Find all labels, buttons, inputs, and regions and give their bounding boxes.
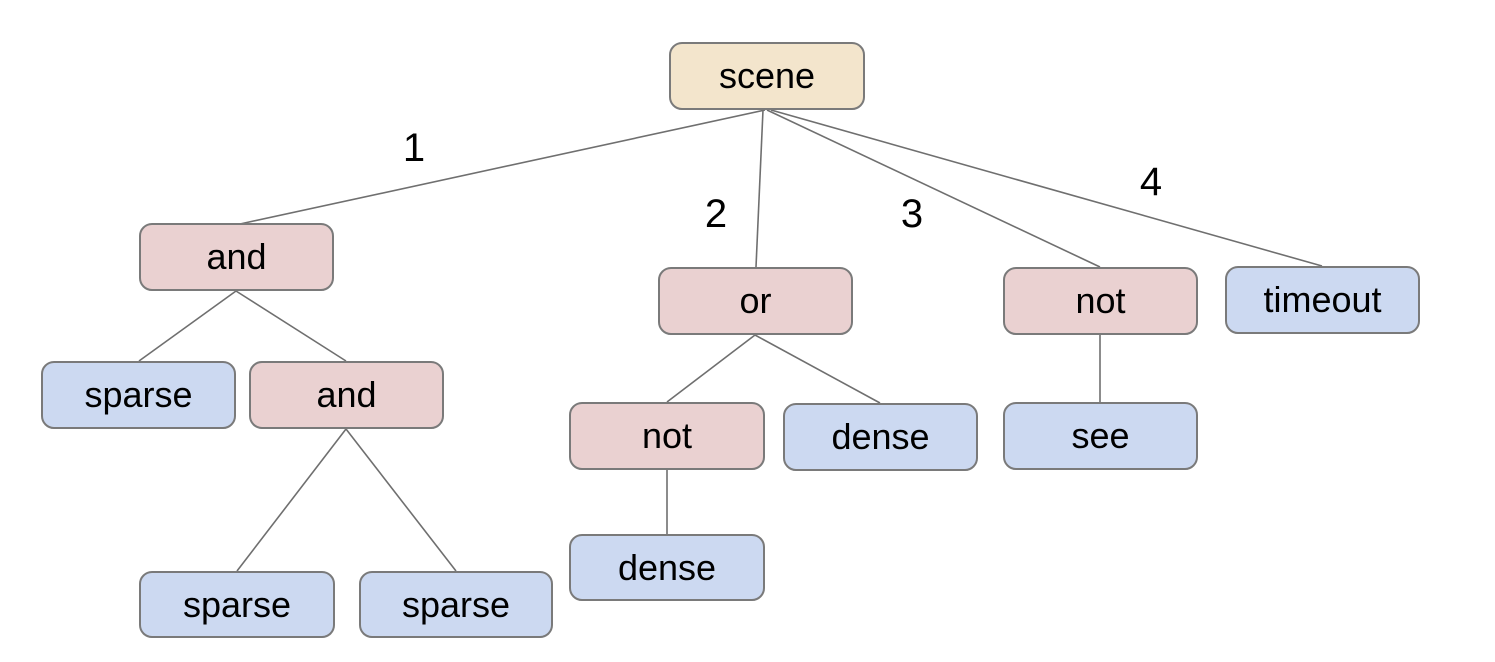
- node-not-2-label: not: [641, 415, 693, 456]
- edge-scene-and-1: [239, 109, 766, 225]
- node-scene-label: scene: [718, 55, 816, 96]
- node-and-1: and: [139, 223, 334, 291]
- node-sparse-1-label: sparse: [84, 374, 193, 415]
- node-dense-2: dense: [569, 534, 765, 601]
- edge-label-1: 1: [402, 126, 426, 170]
- node-and-1-label: and: [206, 236, 267, 277]
- edge-and-1-and-2: [235, 290, 347, 362]
- edge-and-2-sparse-3: [345, 428, 457, 572]
- edge-label-2: 2: [704, 192, 728, 236]
- node-scene: scene: [669, 42, 865, 110]
- node-not-1-label: not: [1075, 280, 1126, 321]
- edge-label-3: 3: [900, 192, 924, 236]
- node-see-1-label: see: [1071, 415, 1130, 456]
- edge-scene-or-1: [755, 109, 764, 268]
- edge-or-1-not-2: [666, 334, 756, 403]
- edge-or-1-dense-1: [754, 334, 881, 404]
- node-or-1: or: [658, 267, 853, 335]
- node-sparse-3-label: sparse: [401, 583, 511, 625]
- edge-and-2-sparse-2: [236, 428, 347, 572]
- edge-scene-timeout-1: [770, 109, 1323, 267]
- node-not-2: not: [569, 402, 765, 470]
- node-dense-2-label: dense: [617, 546, 717, 588]
- node-and-2-label: and: [316, 374, 377, 415]
- node-and-2: and: [249, 361, 444, 429]
- node-dense-1: dense: [783, 403, 978, 471]
- edge-scene-not-1: [766, 109, 1101, 268]
- node-dense-1-label: dense: [831, 416, 930, 457]
- node-sparse-2: sparse: [139, 571, 335, 638]
- node-timeout-1: timeout: [1225, 266, 1420, 334]
- node-sparse-2-label: sparse: [182, 583, 292, 625]
- edge-and-1-sparse-1: [138, 290, 237, 362]
- node-sparse-3: sparse: [359, 571, 553, 638]
- node-sparse-1: sparse: [41, 361, 236, 429]
- node-or-1-label: or: [739, 280, 772, 321]
- node-not-1: not: [1003, 267, 1198, 335]
- node-see-1: see: [1003, 402, 1198, 470]
- edge-label-4: 4: [1139, 160, 1163, 204]
- node-timeout-1-label: timeout: [1263, 279, 1382, 320]
